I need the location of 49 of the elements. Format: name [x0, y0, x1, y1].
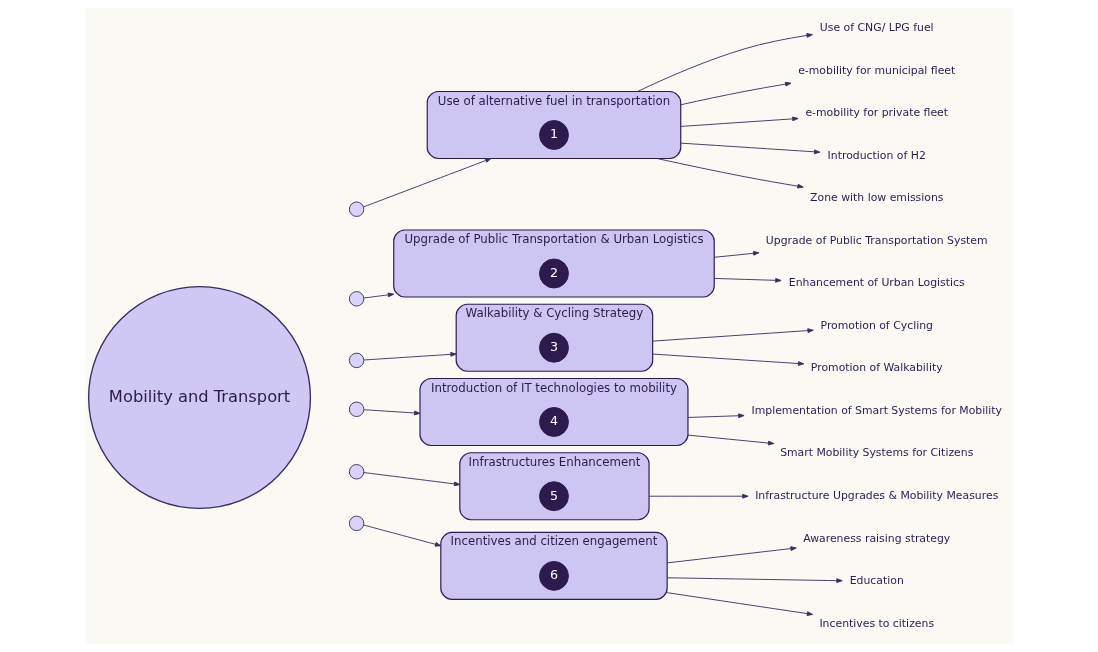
node-text: Introduction of H2 — [827, 148, 926, 162]
node-text: Implementation of Smart Systems for Mobility — [751, 403, 1003, 417]
node-circle — [348, 464, 365, 480]
node-circle — [348, 401, 365, 417]
node-circle: 3 — [539, 332, 569, 363]
node-circle — [348, 201, 365, 217]
arrow — [363, 352, 457, 361]
node-text: Upgrade of Public Transportation System — [765, 233, 988, 247]
arrow — [656, 158, 804, 189]
node-circle: 4 — [539, 407, 569, 437]
arrow — [666, 546, 797, 564]
arrow — [687, 434, 775, 446]
node-text: Smart Mobility Systems for Citizens — [780, 446, 974, 460]
arrow — [687, 413, 745, 419]
node-circle: 2 — [539, 258, 569, 289]
arrow — [666, 577, 843, 583]
node-text: Promotion of Cycling — [820, 318, 933, 332]
node-circle — [348, 352, 365, 369]
arrow — [666, 592, 814, 616]
arrow — [680, 116, 799, 127]
arrow — [713, 250, 760, 258]
arrow — [652, 328, 814, 342]
node-circle: 5 — [539, 481, 569, 512]
arrow — [363, 524, 442, 547]
arrow — [680, 81, 792, 106]
arrow — [637, 33, 813, 92]
node-circle: 6 — [539, 560, 569, 591]
node-circle — [348, 291, 365, 307]
arrow — [363, 292, 395, 299]
node-text: e-mobility for private fleet — [805, 106, 949, 120]
node-circle: Mobility and Transport — [87, 285, 312, 510]
node-text: Awareness raising strategy — [803, 531, 951, 545]
arrow — [363, 409, 421, 416]
node-text: Enhancement of Urban Logistics — [788, 276, 965, 290]
node-text: Education — [849, 574, 904, 588]
arrow — [680, 142, 821, 155]
arrow — [652, 353, 805, 366]
arrow — [363, 158, 492, 208]
node-text: Use of CNG/ LPG fuel — [819, 20, 934, 34]
arrow — [648, 493, 749, 499]
node-text: Incentives to citizens — [819, 616, 935, 630]
arrow — [713, 277, 782, 283]
node-text: Zone with low emissions — [810, 191, 944, 205]
node-circle — [348, 515, 365, 532]
node-text: Infrastructure Upgrades & Mobility Measures — [755, 489, 999, 503]
node-text: Promotion of Walkability — [810, 361, 943, 375]
node-circle: 1 — [539, 120, 569, 150]
arrow — [363, 472, 461, 487]
node-text: e-mobility for municipal fleet — [798, 63, 956, 77]
